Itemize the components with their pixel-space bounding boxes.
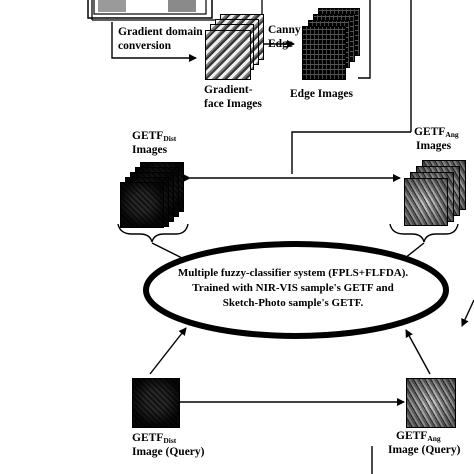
- getf-text: GETF: [414, 126, 446, 138]
- right-brace: [389, 223, 459, 243]
- gradient-domain-label-2: conversion: [118, 40, 172, 52]
- gradient-face-label-1: Gradient-: [204, 84, 253, 96]
- dist-subscript: Dist: [163, 134, 177, 143]
- classifier-line-3: Sketch-Photo sample's GETF.: [222, 297, 364, 309]
- getf-ang-query-caption: Image (Query): [388, 444, 461, 456]
- getf-text: GETF: [396, 430, 428, 442]
- classifier-line-2: Trained with NIR-VIS sample's GETF and: [192, 282, 394, 294]
- getf-dist-images-word: Images: [132, 144, 168, 156]
- getf-ang-query-image: [406, 378, 456, 428]
- left-brace: [117, 223, 189, 243]
- getf-ang-images-word: Images: [416, 140, 452, 152]
- classifier-description: Multiple fuzzy-classifier system (FPLS+F…: [150, 266, 436, 311]
- right-edge-arrow: [461, 299, 474, 327]
- ang-subscript: Ang: [445, 130, 459, 139]
- canny-label-2: Edge: [268, 38, 293, 50]
- dist-query-arrow: [149, 327, 187, 375]
- ang-subscript: Ang: [427, 434, 441, 443]
- top-image-frame: [87, 0, 213, 19]
- edge-images-label: Edge Images: [290, 88, 353, 100]
- getf-dist-query-title: GETFDist: [132, 432, 176, 447]
- getf-text: GETF: [132, 130, 164, 142]
- canny-label-1: Canny: [268, 24, 301, 36]
- classifier-ellipse: [143, 241, 449, 339]
- feature-route-line: [291, 131, 411, 174]
- gradient-face-label-2: face Images: [204, 98, 262, 110]
- ang-query-arrow: [405, 329, 431, 375]
- gradient-domain-label-1: Gradient domain: [118, 26, 203, 38]
- getf-dist-images-title: GETFDist: [132, 130, 176, 145]
- getf-text: GETF: [132, 432, 164, 444]
- right-frame: [358, 0, 371, 79]
- classifier-line-1: Multiple fuzzy-classifier system (FPLS+F…: [177, 267, 409, 279]
- gradient-conversion-arrow: [111, 22, 197, 62]
- dist-subscript: Dist: [163, 436, 177, 445]
- getf-ang-images-title: GETFAng: [414, 126, 459, 141]
- getf-dist-query-caption: Image (Query): [132, 446, 205, 458]
- getf-ang-query-title: GETFAng: [396, 430, 441, 445]
- getf-dist-query-image: [132, 378, 180, 428]
